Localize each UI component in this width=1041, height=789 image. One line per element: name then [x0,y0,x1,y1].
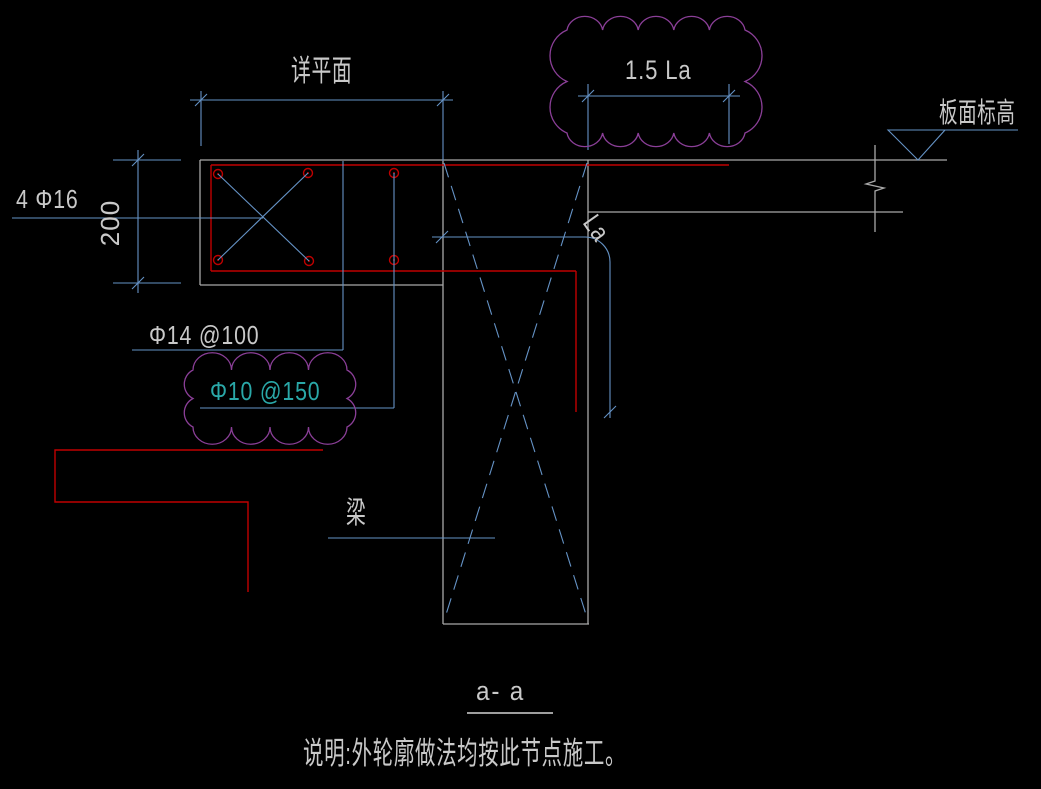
slab-elevation-label: 板面标高 [939,97,1016,128]
revision-cloud-top [549,15,763,148]
beam-label: 梁 [346,497,367,530]
leader-lines [12,161,495,539]
section-title: a- a [476,676,526,706]
tie-spacing-label: Φ10 @150 [210,376,321,406]
rebar-contour-red [210,164,729,412]
slab-and-plan-outline [199,159,947,286]
corner-bars-label: 4 Φ16 [16,184,79,214]
note-text: 说明:外轮廓做法均按此节点施工。 [303,736,627,771]
parapet-step-outline [54,449,323,592]
plan-extent-label: 详平面 [291,55,353,88]
top-anchorage-label: 1.5 La [625,55,692,85]
break-line [863,145,887,232]
elevation-marker [886,129,1018,161]
top-anchorage-dimension [578,84,740,150]
column-width-label: 200 [95,199,125,247]
plan-x-bracing [217,172,395,262]
column-brace-dashed [443,162,589,622]
bent-bar-anchorage [432,230,617,419]
stirrup-spacing-label: Φ14 @100 [149,320,260,350]
column-width-dimension [113,150,181,293]
plan-extent-dimension [190,91,453,161]
rebar-section-dots [212,167,400,267]
revision-cloud-tie [183,352,357,445]
